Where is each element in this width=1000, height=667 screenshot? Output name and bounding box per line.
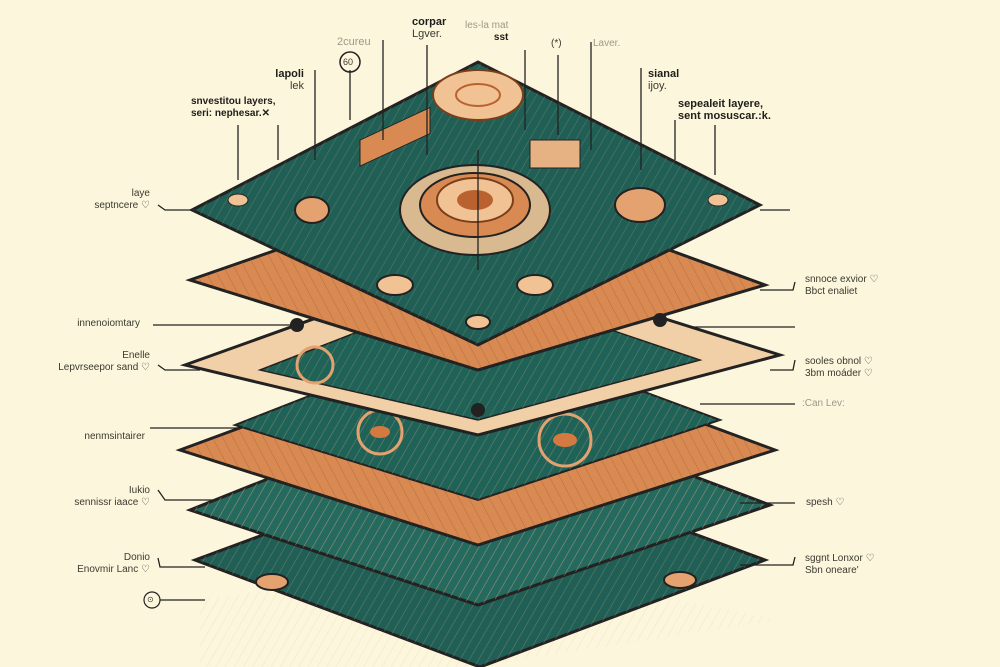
- label-top-4: (*): [551, 38, 562, 49]
- label-top-5: Lаver.: [593, 38, 621, 49]
- label-top-8: 60: [343, 57, 354, 67]
- label-right-6: sggnt Lonxor ♡Sbn oneare': [805, 553, 875, 576]
- label-right-3: sooles obnol ♡3bm moáder ♡: [805, 356, 873, 379]
- leader-lines: [150, 40, 796, 601]
- label-right-2: snnoce exvior ♡Bbct enaliet: [805, 274, 879, 297]
- label-right-5: spesh ♡: [806, 497, 845, 508]
- label-left-5: nenmsintairer: [84, 431, 145, 442]
- label-right-4: :Can Lev:: [802, 398, 845, 409]
- label-left-8: ⊙: [147, 595, 154, 604]
- label-right-1: sepealeit layere,sent mosuscar.:k.: [678, 98, 771, 122]
- label-top-1: 2cureu: [337, 36, 371, 48]
- badge-circle-icon: [339, 51, 361, 73]
- label-left-1: snvestitou layers,seri: nephesar.✕: [191, 96, 276, 119]
- badge-circle-icon: [143, 591, 161, 609]
- label-left-3: innenoiomtary: [77, 318, 140, 329]
